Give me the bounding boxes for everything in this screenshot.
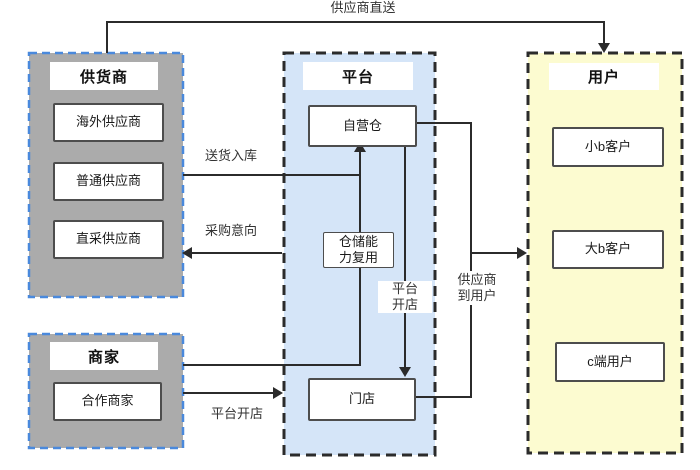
arrowhead-into-store <box>399 367 411 377</box>
node-own-warehouse: 自营仓 <box>308 105 417 147</box>
label-supplier-direct: 供应商直送 <box>330 0 396 15</box>
suppliers-group: 供货商 海外供应商 普通供应商 直采供应商 <box>28 52 183 297</box>
node-direct-supplier: 直采供应商 <box>53 220 164 259</box>
arrowhead-supplier-direct <box>598 43 610 53</box>
platform-group: 平台 自营仓 仓储能 力复用 门店 <box>283 52 435 455</box>
label-supplier-to-user: 供应商 到用户 <box>451 271 503 305</box>
label-merchant-open-store: 平台开店 <box>210 406 263 422</box>
users-title: 用户 <box>549 63 659 90</box>
node-partner-merchant: 合作商家 <box>53 382 162 421</box>
platform-title: 平台 <box>303 62 413 90</box>
arrowhead-merchant-open-store <box>273 387 283 399</box>
node-small-b-customer: 小b客户 <box>552 127 664 167</box>
node-store: 门店 <box>308 378 416 421</box>
suppliers-title: 供货商 <box>50 62 158 90</box>
label-delivery-inbound: 送货入库 <box>204 148 257 164</box>
arrowhead-supplier-to-user <box>517 247 527 259</box>
merchants-group: 商家 合作商家 <box>28 333 183 448</box>
users-group: 用户 小b客户 大b客户 c端用户 <box>527 52 682 453</box>
label-platform-open-store: 平台 开店 <box>378 281 432 313</box>
arrowhead-into-own-warehouse <box>354 142 366 152</box>
merchants-title: 商家 <box>50 342 158 370</box>
node-warehouse-reuse: 仓储能 力复用 <box>323 232 394 268</box>
label-purchase-intent: 采购意向 <box>204 223 257 239</box>
edge-supplier-direct <box>106 21 605 53</box>
node-ordinary-supplier: 普通供应商 <box>53 162 164 201</box>
node-c-end-user: c端用户 <box>555 342 665 382</box>
node-big-b-customer: 大b客户 <box>552 230 664 269</box>
edge-supplier-to-user-trunk <box>412 122 472 398</box>
arrowhead-purchase-intent <box>182 247 192 259</box>
node-overseas-supplier: 海外供应商 <box>53 103 164 142</box>
